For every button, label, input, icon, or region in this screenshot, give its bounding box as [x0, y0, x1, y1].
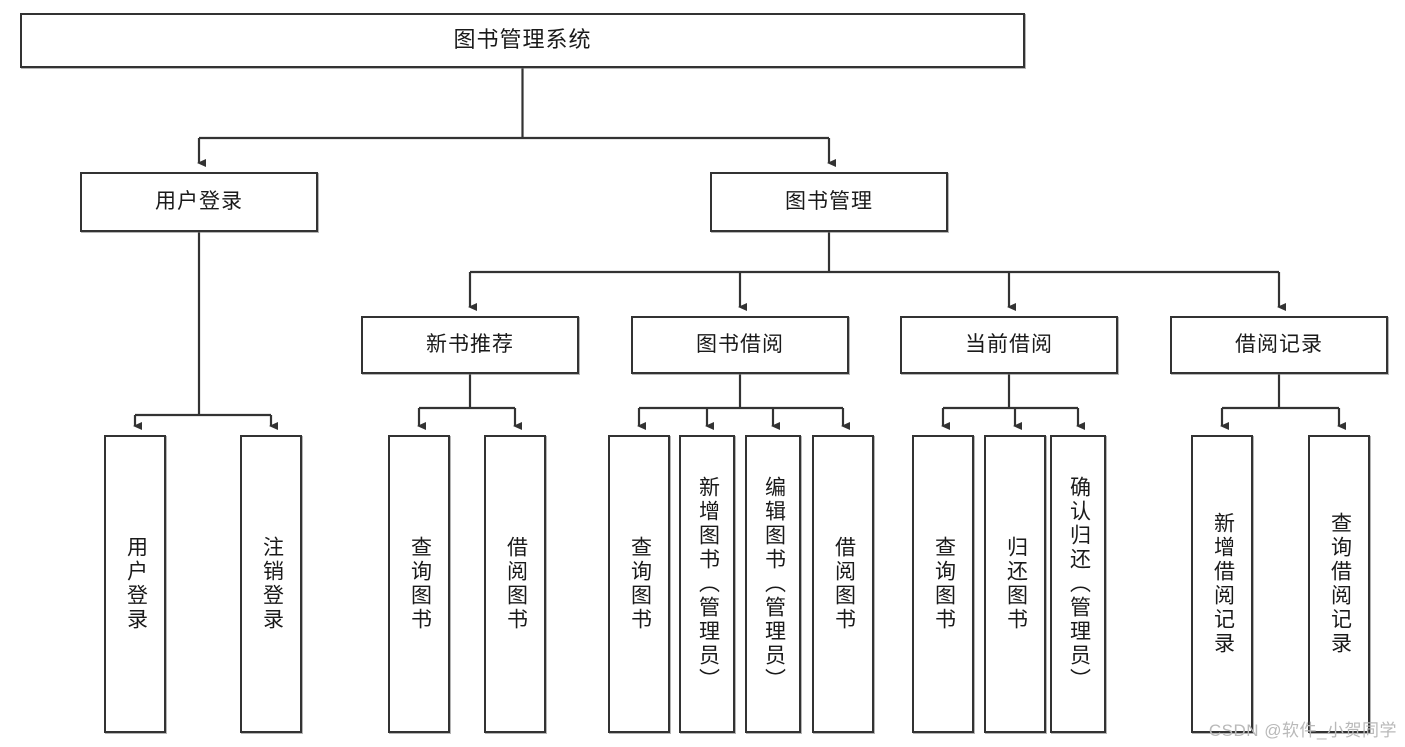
node-label: 新增借阅记录: [1211, 512, 1235, 656]
node-label: 注销登录: [260, 536, 284, 632]
node-label: 查询图书: [408, 536, 432, 632]
node-n2a-用户登录: 用户登录: [80, 172, 318, 232]
node-n3c-当前借阅: 当前借阅: [900, 316, 1118, 374]
node-l6-新增图书管理员: 新增图书（管理员）: [679, 435, 735, 733]
watermark-label: CSDN @软件_小贺同学: [1208, 721, 1397, 740]
node-label: 编辑图书（管理员）: [762, 476, 786, 692]
node-l3-查询图书: 查询图书: [388, 435, 450, 733]
node-label: 新增图书（管理员）: [696, 476, 720, 692]
node-label: 借阅图书: [504, 536, 528, 632]
node-root-图书管理系统: 图书管理系统: [20, 13, 1025, 68]
node-l11-确认归还管理员: 确认归还（管理员）: [1050, 435, 1106, 733]
node-label: 用户登录: [124, 536, 148, 632]
node-n3a-新书推荐: 新书推荐: [361, 316, 579, 374]
node-label: 查询借阅记录: [1328, 512, 1352, 656]
node-label: 借阅记录: [1235, 333, 1323, 357]
node-label: 归还图书: [1004, 536, 1028, 632]
node-label: 借阅图书: [832, 536, 856, 632]
node-label: 当前借阅: [965, 333, 1053, 357]
node-l5-查询图书: 查询图书: [608, 435, 670, 733]
node-label: 确认归还（管理员）: [1067, 476, 1091, 692]
node-n2b-图书管理: 图书管理: [710, 172, 948, 232]
node-l13-查询借阅记录: 查询借阅记录: [1308, 435, 1370, 733]
node-label: 查询图书: [628, 536, 652, 632]
node-label: 图书管理: [785, 190, 873, 214]
node-label: 用户登录: [155, 190, 243, 214]
node-l2-注销登录: 注销登录: [240, 435, 302, 733]
node-n3d-借阅记录: 借阅记录: [1170, 316, 1388, 374]
node-l10-归还图书: 归还图书: [984, 435, 1046, 733]
node-l7-编辑图书管理员: 编辑图书（管理员）: [745, 435, 801, 733]
node-label: 图书借阅: [696, 333, 784, 357]
node-l1-用户登录: 用户登录: [104, 435, 166, 733]
node-label: 新书推荐: [426, 333, 514, 357]
node-l9-查询图书: 查询图书: [912, 435, 974, 733]
node-n3b-图书借阅: 图书借阅: [631, 316, 849, 374]
node-label: 查询图书: [932, 536, 956, 632]
node-l4-借阅图书: 借阅图书: [484, 435, 546, 733]
node-l12-新增借阅记录: 新增借阅记录: [1191, 435, 1253, 733]
node-label: 图书管理系统: [453, 27, 592, 53]
node-l8-借阅图书: 借阅图书: [812, 435, 874, 733]
